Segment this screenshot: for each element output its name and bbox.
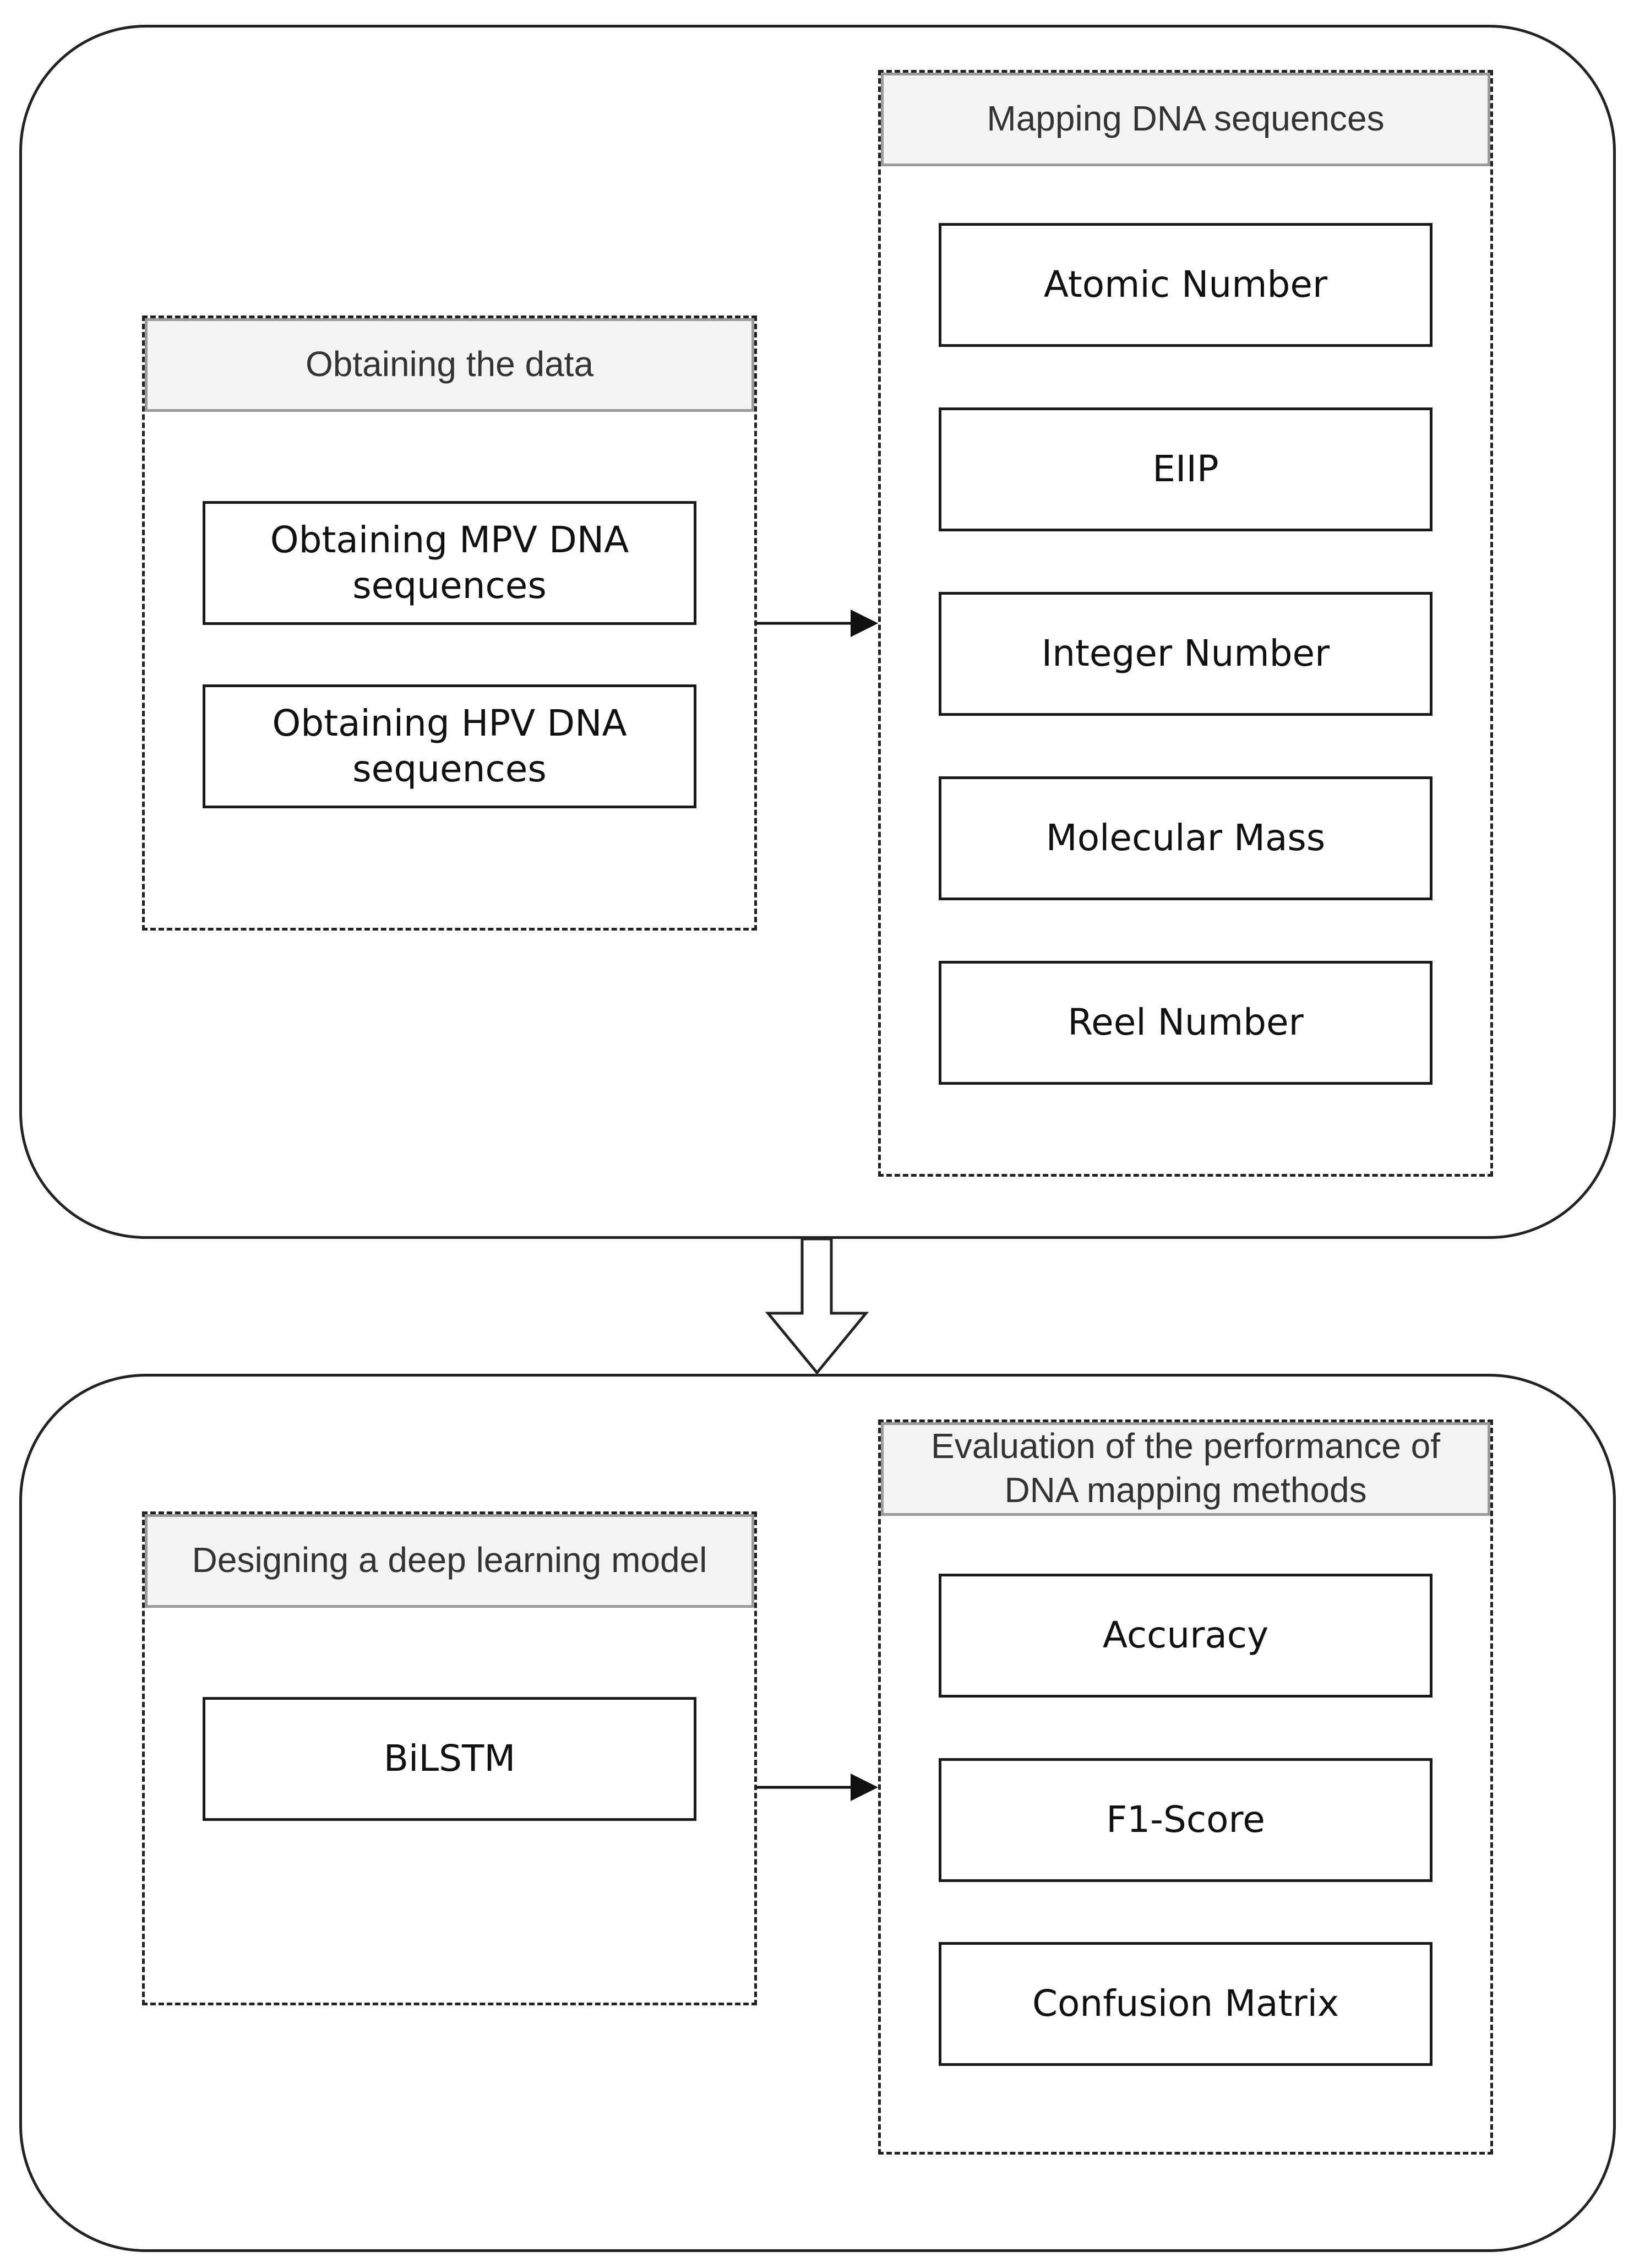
node-eiip: EIIP xyxy=(939,407,1433,531)
node-reel-number: Reel Number xyxy=(939,961,1433,1085)
node-molecular-mass: Molecular Mass xyxy=(939,776,1433,900)
node-accuracy: Accuracy xyxy=(939,1574,1433,1698)
node-f1-score: F1-Score xyxy=(939,1758,1433,1882)
group-header-obtaining-data: Obtaining the data xyxy=(145,318,754,412)
node-obtaining-hpv: Obtaining HPV DNA sequences xyxy=(203,684,696,808)
node-bilstm: BiLSTM xyxy=(203,1697,696,1821)
node-obtaining-mpv: Obtaining MPV DNA sequences xyxy=(203,501,696,625)
group-header-evaluation: Evaluation of the performance of DNA map… xyxy=(881,1422,1490,1516)
node-atomic-number: Atomic Number xyxy=(939,223,1433,347)
group-header-mapping-dna: Mapping DNA sequences xyxy=(881,73,1490,166)
node-confusion-matrix: Confusion Matrix xyxy=(939,1942,1433,2066)
group-header-deep-learning-model: Designing a deep learning model xyxy=(145,1514,754,1608)
arrow-stage-transition xyxy=(765,1237,869,1375)
node-integer-number: Integer Number xyxy=(939,592,1433,716)
